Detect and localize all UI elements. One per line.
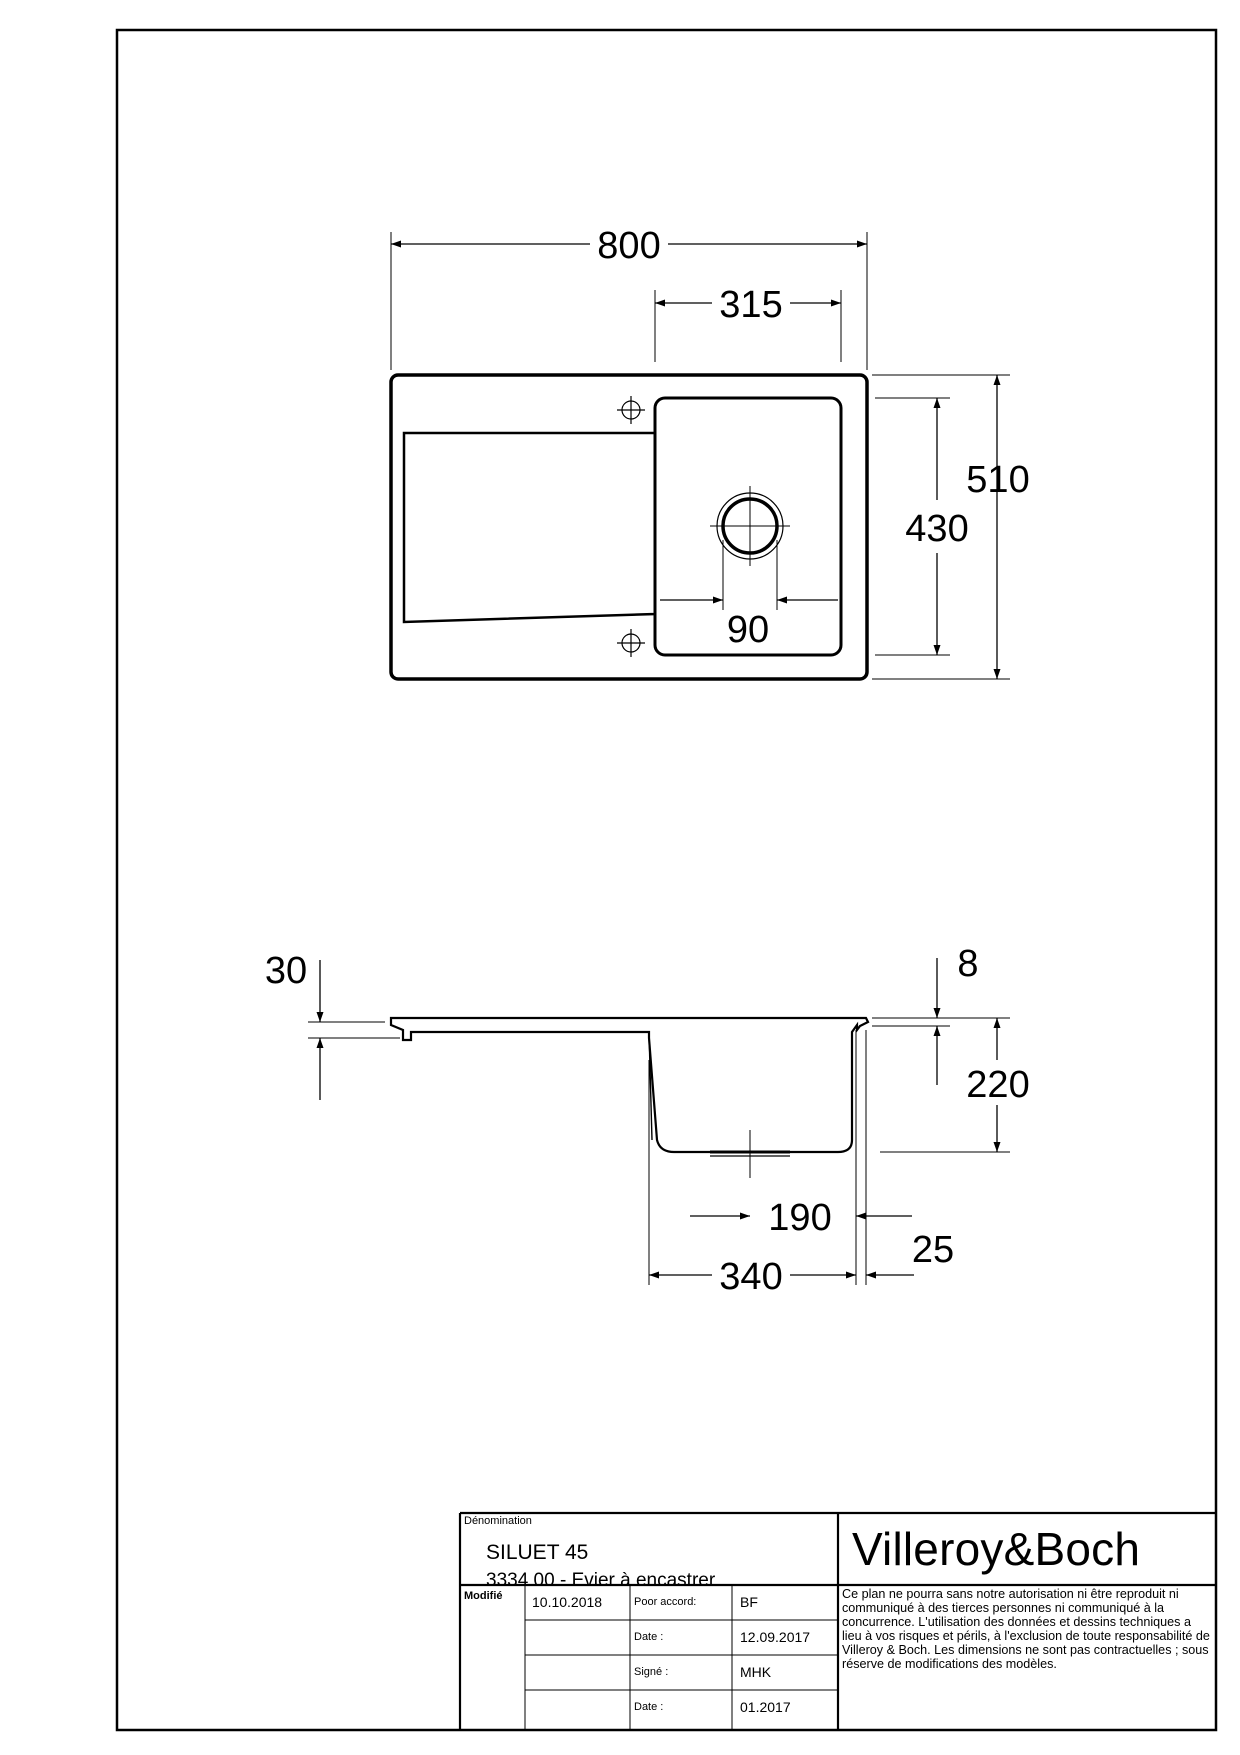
- tap-hole-marker-upper: [617, 396, 645, 424]
- dim-label-8: 8: [957, 943, 978, 985]
- modified-label: Modifié: [464, 1590, 503, 1602]
- row-value-date-2: 01.2017: [740, 1699, 791, 1715]
- dim-label-315: 315: [719, 284, 782, 326]
- dim-label-800: 800: [597, 225, 660, 267]
- row-value-signed: MHK: [740, 1664, 772, 1680]
- product-description: 3334 00 - Evier à encastrer: [486, 1570, 716, 1591]
- brand-logo-text: Villeroy&Boch: [852, 1523, 1141, 1575]
- drawing-frame: [115, 28, 1218, 1732]
- dim-label-90: 90: [727, 609, 769, 651]
- product-name: SILUET 45: [486, 1541, 589, 1564]
- dim-label-510: 510: [966, 459, 1029, 501]
- dim-label-340: 340: [719, 1256, 782, 1298]
- row-label-date-1: Date :: [634, 1631, 664, 1643]
- top-view: [389, 232, 1010, 681]
- dim-label-25: 25: [912, 1229, 954, 1271]
- dim-label-220: 220: [966, 1064, 1029, 1106]
- bowl-outline-top: [653, 396, 843, 657]
- row-label-date-2: Date :: [634, 1701, 664, 1713]
- dim-label-30: 30: [265, 950, 307, 992]
- row-value-date-1: 12.09.2017: [740, 1629, 811, 1645]
- dim-label-430: 430: [905, 508, 968, 550]
- denomination-label: Dénomination: [464, 1515, 532, 1527]
- drainer-area: [402, 431, 657, 624]
- side-view: [308, 958, 1010, 1285]
- modified-date: 10.10.2018: [532, 1594, 603, 1610]
- sink-outline-top: [389, 373, 869, 681]
- sink-profile-side: [389, 1016, 870, 1154]
- dim-label-190: 190: [768, 1197, 831, 1239]
- row-value-approval: BF: [740, 1594, 758, 1610]
- disclaimer-text: Ce plan ne pourra sans notre autorisatio…: [842, 1587, 1210, 1671]
- tap-hole-marker-lower: [617, 629, 645, 657]
- row-label-approval: Poor accord:: [634, 1596, 697, 1608]
- row-label-signed: Signé :: [634, 1666, 669, 1678]
- title-block: [458, 1511, 1216, 1730]
